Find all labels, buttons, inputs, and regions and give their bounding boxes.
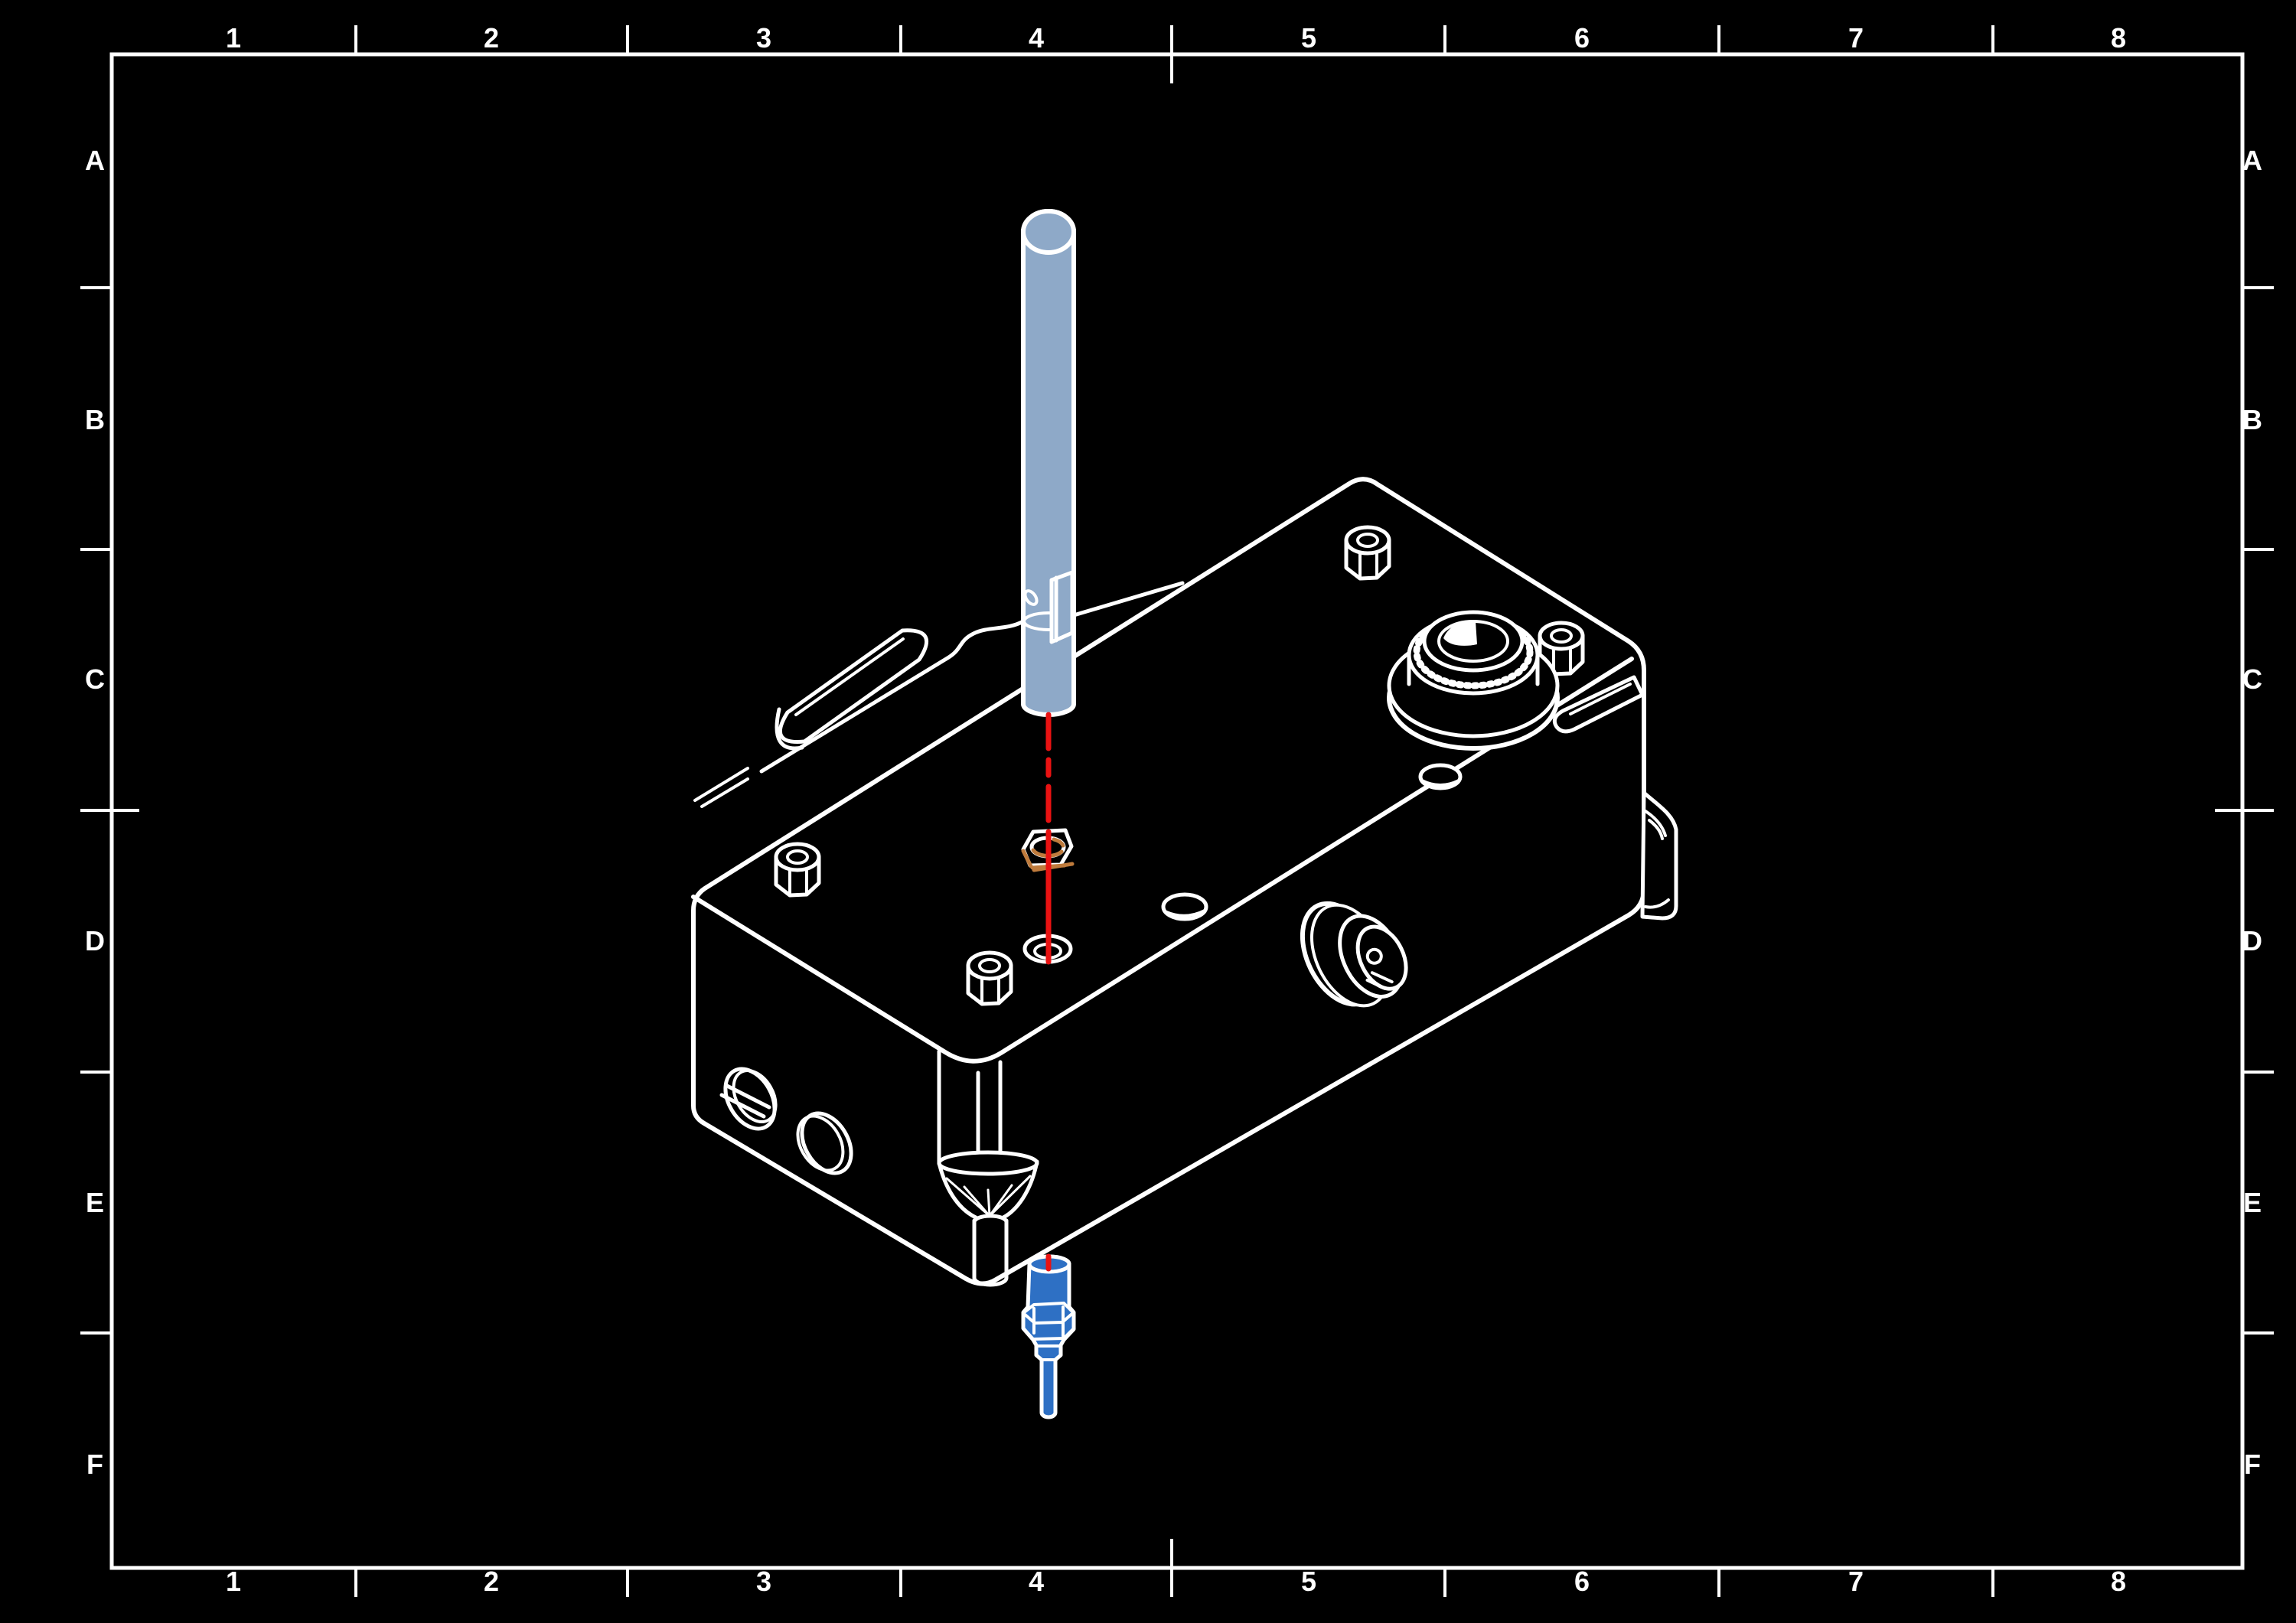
top-face-front-edge	[691, 657, 1634, 1064]
left-step-lines	[693, 767, 749, 808]
right-lug-inner-line	[1569, 683, 1632, 715]
col-label-bottom-8: 8	[2111, 1566, 2126, 1597]
bracket-foot	[1640, 790, 1678, 921]
hex-fitting-1	[774, 842, 821, 898]
col-label-bottom-3: 3	[756, 1566, 771, 1597]
col-label-bottom-2: 2	[484, 1566, 499, 1597]
col-label-top-5: 5	[1301, 22, 1316, 54]
fitting-hex-edges	[1022, 1302, 1075, 1361]
col-label-bottom-4: 4	[1029, 1566, 1044, 1597]
manifold-block	[691, 477, 1678, 1287]
hex-face-lines	[788, 867, 808, 897]
clamp-bracket-inner-line	[794, 637, 905, 716]
top-face-step-edge	[759, 619, 1026, 774]
cone-sides	[937, 1159, 1039, 1220]
left-hole2-crescent	[796, 1114, 845, 1172]
side-port	[1300, 901, 1408, 1008]
port-center-pin	[1365, 947, 1383, 965]
bracket-foot-bore-arcs	[1644, 810, 1670, 909]
pin-keyway-notch	[1049, 570, 1075, 644]
top-face-holes	[1161, 763, 1463, 921]
col-label-bottom-6: 6	[1574, 1566, 1590, 1597]
hex-face-lines	[980, 976, 1000, 1005]
row-label-left-E: E	[86, 1187, 104, 1218]
row-label-left-C: C	[85, 663, 105, 695]
row-label-left-B: B	[85, 404, 105, 435]
pin-top-cap	[1021, 209, 1076, 255]
col-label-bottom-7: 7	[1848, 1566, 1864, 1597]
drain-tip-cylinder	[972, 1214, 1009, 1287]
col-label-top-8: 8	[2111, 22, 2126, 54]
row-label-left-F: F	[86, 1449, 103, 1480]
col-label-top-4: 4	[1029, 22, 1044, 54]
top-hole-center-arc	[1163, 909, 1206, 917]
top-face-step-edge-right	[1071, 581, 1185, 618]
hex-fitting-3	[1344, 525, 1391, 581]
hex-bore	[1550, 628, 1573, 644]
col-label-top-3: 3	[756, 22, 771, 54]
row-label-right-B: B	[2242, 404, 2262, 435]
row-label-right-E: E	[2243, 1187, 2262, 1218]
row-label-right-C: C	[2242, 663, 2262, 695]
row-label-right-D: D	[2242, 925, 2262, 957]
col-label-bottom-5: 5	[1301, 1566, 1316, 1597]
left-face-hole-slotted	[719, 1067, 778, 1131]
clamp-bracket-tab	[778, 628, 929, 745]
hex-bore	[786, 849, 809, 865]
pin-body	[1021, 209, 1076, 717]
pin-side-hole	[1023, 589, 1039, 606]
dowel-pin	[1021, 209, 1076, 717]
row-label-right-F: F	[2244, 1449, 2261, 1480]
col-label-top-2: 2	[484, 22, 499, 54]
clamp-bracket-step-arc	[775, 707, 804, 751]
hex-face-lines	[1358, 550, 1378, 580]
cone-fill	[938, 1151, 1037, 1217]
col-label-top-7: 7	[1848, 22, 1864, 54]
bleed-fitting	[1021, 1253, 1076, 1419]
cone-flutes	[945, 1175, 1032, 1217]
hex-fitting-2	[966, 950, 1013, 1006]
right-lug-tab	[1552, 675, 1645, 734]
row-label-right-A: A	[2242, 145, 2262, 176]
col-label-top-1: 1	[226, 22, 241, 54]
row-label-left-D: D	[85, 925, 105, 957]
row-label-left-A: A	[85, 145, 105, 176]
boss-socket-highlight	[1443, 621, 1477, 646]
hex-bore	[978, 958, 1001, 973]
hex-fittings	[774, 525, 1585, 1006]
left-hole1-slot-lines	[719, 1084, 771, 1119]
port-slot-lines	[1365, 971, 1394, 990]
col-label-bottom-1: 1	[226, 1566, 241, 1597]
socket-plug-boss	[1387, 610, 1560, 751]
col-label-top-6: 6	[1574, 22, 1590, 54]
top-hole-rear-arc	[1420, 779, 1460, 787]
hex-bore	[1356, 533, 1379, 548]
left-face-hole-plain	[796, 1111, 853, 1175]
